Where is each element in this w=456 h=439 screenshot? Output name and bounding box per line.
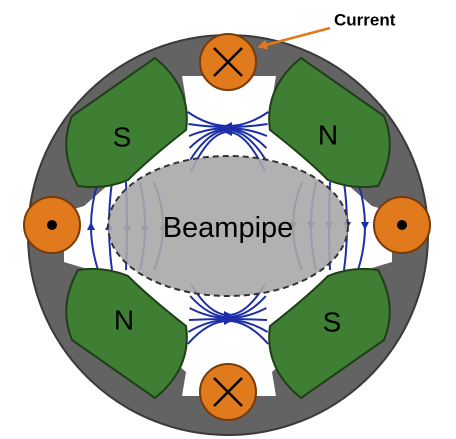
current-label: Current xyxy=(334,11,396,30)
field-line-right xyxy=(357,181,369,271)
beampipe xyxy=(107,155,349,297)
field-line-bottom xyxy=(188,315,268,323)
beampipe-label: Beampipe xyxy=(163,212,294,244)
field-line-top xyxy=(189,128,267,173)
pole-top-left-shape xyxy=(65,56,188,189)
pole-top-left-label: S xyxy=(113,122,132,153)
current-into-page-icon xyxy=(199,363,257,421)
pole-bottom-left-label: N xyxy=(114,305,134,336)
pole-bottom-right-shape xyxy=(268,267,391,400)
current-into-page-icon xyxy=(199,33,257,91)
conductor-top-cross-b xyxy=(213,47,243,77)
pole-bottom-right: S xyxy=(268,267,391,400)
pole-top-right-label: N xyxy=(318,120,338,151)
pole-bottom-left: N xyxy=(65,267,188,400)
pole-bottom-right-label: S xyxy=(323,307,342,338)
pole-top-left: S xyxy=(65,56,188,189)
pole-top-right: N xyxy=(268,56,391,189)
conductor-bottom-cross-b xyxy=(213,377,243,407)
field-line-left xyxy=(87,181,99,271)
current-out-of-page-icon xyxy=(23,196,81,254)
conductor-left-dot xyxy=(47,220,57,230)
conductor-right-dot xyxy=(397,220,407,230)
field-line-bottom xyxy=(189,283,267,319)
current-pointer-arrow xyxy=(257,26,331,50)
pole-top-right-shape xyxy=(268,56,391,189)
pole-bottom-left-shape xyxy=(65,267,188,400)
current-out-of-page-icon xyxy=(373,196,431,254)
